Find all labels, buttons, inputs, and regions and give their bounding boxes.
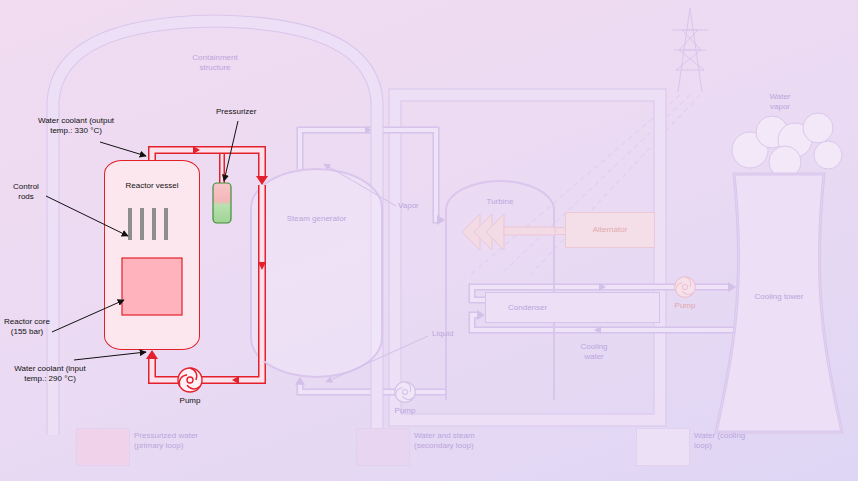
pipe-outline (219, 154, 225, 183)
reactor-vessel: Reactor vessel (104, 160, 200, 350)
callout-label: Pump (667, 301, 703, 311)
legend-text: Pressurized water (primary loop) (134, 431, 214, 451)
cooling-pump (675, 277, 696, 298)
node-text: Condenser (508, 303, 547, 313)
legend-text: Water and steam (secondary loop) (414, 431, 494, 451)
callout-label: Liquid (432, 329, 453, 339)
secondary-pump (395, 382, 416, 403)
condenser: Condenser (485, 292, 660, 323)
primary-pipe-in-generator (258, 185, 266, 361)
turbine-blades (462, 214, 504, 250)
alternator: Alternator (565, 212, 655, 248)
callout-label: Pump (387, 406, 423, 416)
pressurizer (213, 154, 231, 223)
turbine-blade (486, 214, 504, 250)
legend-swatch (636, 428, 690, 466)
callout-label: Pressurizer (216, 107, 256, 117)
leader-line (100, 142, 146, 156)
control-rods (128, 208, 168, 240)
pipe-inner (221, 154, 224, 183)
pipe-inner (152, 358, 262, 380)
callout-label: Cooling water (573, 342, 615, 362)
outline-band (716, 174, 842, 432)
pylon-lattice (672, 8, 708, 92)
flow-arrow-head (232, 376, 239, 384)
outline-edge (716, 174, 842, 432)
callout-label: Reactor core (155 bar) (4, 317, 50, 337)
node-text: Containment structure (180, 53, 250, 73)
second-pipe (295, 377, 445, 392)
callout-label: Water vapor (760, 92, 800, 112)
legend-swatch (356, 428, 410, 466)
arrow-head (295, 377, 305, 385)
callout-label: Control rods (6, 182, 46, 202)
node-text: Turbine (460, 197, 540, 207)
node-text: Reactor vessel (112, 181, 192, 191)
power-line (530, 95, 700, 275)
flow-arrow (193, 146, 200, 154)
arrow-head (728, 282, 736, 292)
callout-label: Water coolant (output temp.: 330 °C) (36, 116, 116, 136)
node-text: Cooling tower (751, 292, 807, 302)
containment-structure: Containment structureReactor vesselSteam… (45, 15, 385, 435)
leader-line (224, 121, 238, 181)
pipe-inner (260, 185, 265, 361)
cloud-puff (803, 113, 833, 143)
arrow-head (477, 310, 485, 320)
pipe-inner (555, 228, 565, 234)
node-text: Alternator (593, 225, 628, 235)
turbine-shaft (504, 227, 555, 235)
control-rod (140, 208, 144, 240)
pipe-outline (152, 358, 262, 380)
flow-arrow (258, 262, 266, 270)
turbine-blade (474, 214, 492, 250)
steam-generator: Steam generator (250, 168, 383, 378)
leader-line (324, 164, 396, 206)
flow-arrow (232, 376, 239, 384)
turbine: Turbine (445, 180, 555, 400)
control-rod (164, 208, 168, 240)
flow-arrow-head (599, 283, 606, 291)
primary-pipe (146, 350, 262, 380)
callout-label: Vapor (398, 201, 419, 211)
pipe-outline (258, 185, 266, 361)
cloud-puff (814, 141, 842, 169)
control-rod (128, 208, 132, 240)
callout-label: Water coolant (input temp.: 290 °C) (10, 364, 90, 384)
primary-pump (178, 368, 202, 392)
faded-leader-lines (324, 164, 428, 382)
reactor-core (122, 258, 182, 315)
cooling-tower: Cooling tower (712, 170, 846, 432)
control-rod (152, 208, 156, 240)
legend-swatch (76, 428, 130, 466)
arrow-head (437, 215, 445, 225)
pressurizer-vessel (213, 183, 231, 223)
legend-text: Water (cooling loop) (694, 431, 752, 451)
leader-line (46, 196, 128, 236)
shaft-pipe (555, 231, 565, 232)
power-pylon (672, 8, 708, 92)
leader-line (326, 336, 428, 382)
node-text: Steam generator (287, 214, 347, 224)
power-line (470, 95, 680, 275)
arrow-head (146, 350, 158, 359)
callout-label: Pump (172, 396, 208, 406)
leader-lines (46, 121, 238, 360)
flow-arrow (599, 283, 606, 291)
flow-arrow (594, 326, 601, 334)
leader-line (74, 352, 146, 360)
vapor-clouds (732, 113, 842, 178)
flow-arrow-head (193, 146, 200, 154)
leader-line (52, 300, 124, 332)
pipe-outline (555, 227, 565, 235)
turbine-blade (462, 214, 480, 250)
flow-arrow-head (594, 326, 601, 334)
